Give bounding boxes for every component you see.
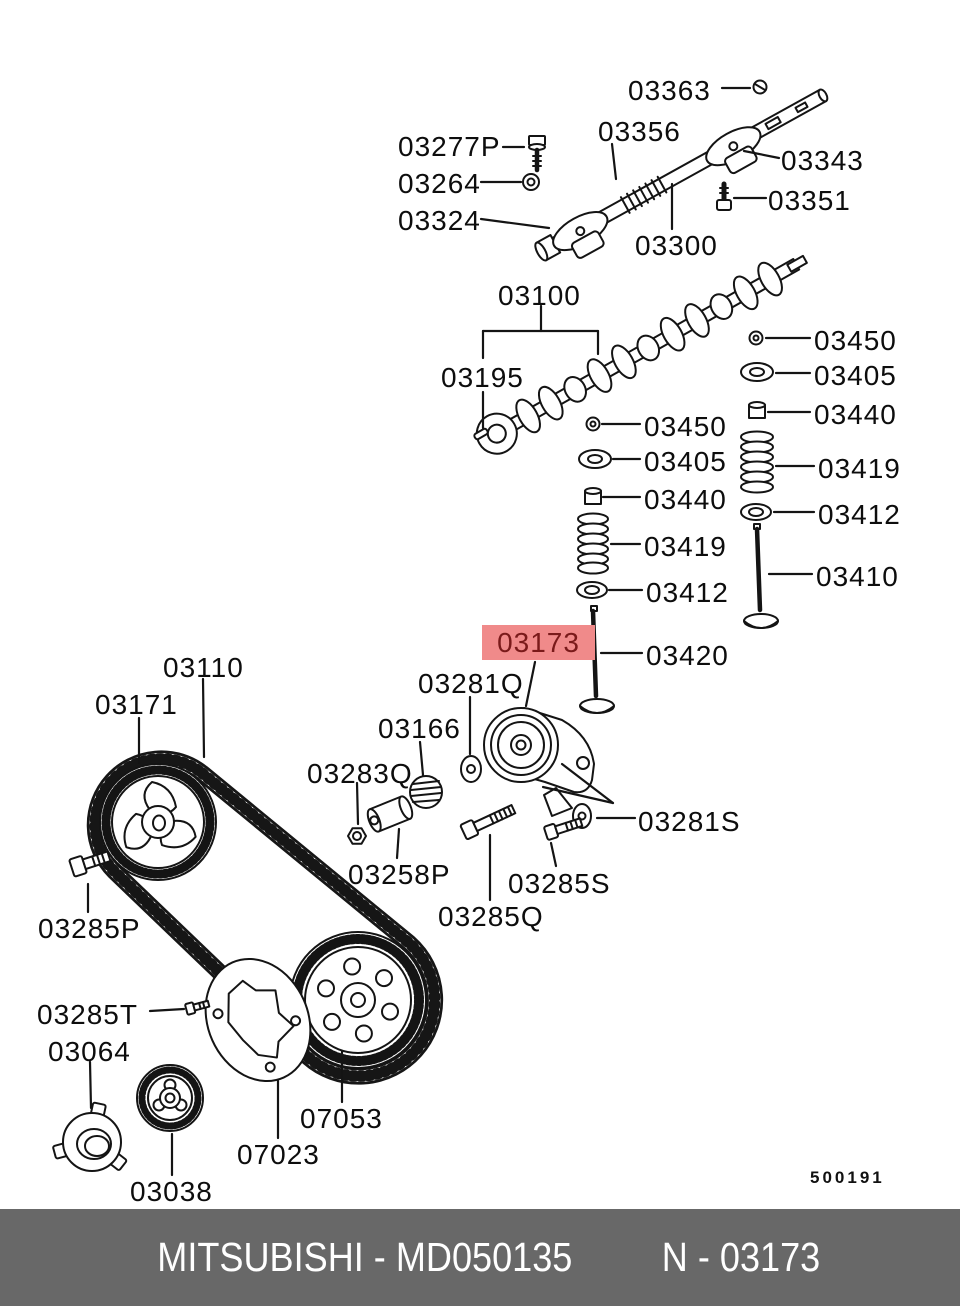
part-label-03258P[interactable]: 03258P [348,859,451,890]
leader-lines [86,86,816,1177]
valve-train-right-drawing [740,330,779,629]
crankshaft-sprocket-07053-drawing [289,931,427,1069]
bolt-03277P-drawing [528,135,546,173]
part-label-03038[interactable]: 03038 [130,1176,213,1207]
part-label-03405-right[interactable]: 03405 [814,360,897,391]
part-label-03195[interactable]: 03195 [441,362,524,393]
part-label-03419-mid[interactable]: 03419 [644,531,727,562]
part-label-03285P[interactable]: 03285P [38,913,141,944]
part-label-03343[interactable]: 03343 [781,145,864,176]
part-label-03281S[interactable]: 03281S [638,806,741,837]
part-label-03405-mid[interactable]: 03405 [644,446,727,477]
nut-03283Q-drawing [347,827,367,845]
part-label-03412-mid[interactable]: 03412 [646,577,729,608]
washer-03264-drawing [522,173,540,191]
part-label-07023[interactable]: 07023 [237,1139,320,1170]
part-label-03285S[interactable]: 03285S [508,868,611,899]
bolt-03285P-drawing [68,850,112,878]
part-label-03410[interactable]: 03410 [816,561,899,592]
part-label-03450-right[interactable]: 03450 [814,325,897,356]
camshaft-sprocket-drawing [99,763,217,881]
part-label-03281Q[interactable]: 03281Q [418,668,524,699]
part-label-03419-right[interactable]: 03419 [818,453,901,484]
small-sprocket-03038-drawing [136,1064,204,1132]
bolt-03285T-drawing [184,999,211,1016]
part-label-03412-right[interactable]: 03412 [818,499,901,530]
rocker-shaft-assembly-drawing [534,88,829,262]
part-label-03173-highlighted[interactable]: 03173 [482,625,595,660]
bolt-03285S-drawing [543,817,584,841]
part-label-03440-right[interactable]: 03440 [814,399,897,430]
part-label-03283Q[interactable]: 03283Q [307,758,413,789]
timing-belt-drawing [86,750,444,1085]
bolt-03351-drawing [716,181,732,211]
part-label-03166[interactable]: 03166 [378,713,461,744]
part-label-03356[interactable]: 03356 [598,116,681,147]
shaft-spring-coils [619,175,668,214]
drawing-number: 500191 [810,1168,885,1187]
part-label-03324[interactable]: 03324 [398,205,481,236]
part-label-03171[interactable]: 03171 [95,689,178,720]
woodruff-key-03195-drawing [473,427,489,441]
part-label-03277P[interactable]: 03277P [398,131,501,162]
washer-03281Q-drawing [460,755,482,783]
part-label-03110[interactable]: 03110 [163,652,244,683]
footer-selected-part-ref: N - 03173 [661,1234,821,1280]
part-label-03064[interactable]: 03064 [48,1036,131,1067]
spacer-03258P-drawing [366,795,414,833]
footer-brand-part-number: MITSUBISHI - MD050135 [157,1234,573,1280]
part-label-03100[interactable]: 03100 [498,280,581,311]
footer-bar: MITSUBISHI - MD050135 N - 03173 [0,1209,960,1306]
valve-train-mid-drawing [576,416,615,714]
part-label-03285T[interactable]: 03285T [37,999,138,1030]
part-label-03420[interactable]: 03420 [646,640,729,671]
part-label-07053[interactable]: 07053 [300,1103,383,1134]
tensioner-pulley-drawing [483,707,595,817]
threaded-plug-03166-drawing [409,775,443,809]
part-label-03351[interactable]: 03351 [768,185,851,216]
part-label-03363[interactable]: 03363 [628,75,711,106]
screw-03363-drawing [752,79,768,95]
part-label-03450-mid[interactable]: 03450 [644,411,727,442]
spacer-plate-03064-drawing [52,1101,128,1172]
part-label-03264[interactable]: 03264 [398,168,481,199]
part-label-03440-mid[interactable]: 03440 [644,484,727,515]
camshaft-drawing [475,254,808,455]
backing-plate-07023-drawing [204,957,312,1083]
bolt-03285Q-drawing [459,804,517,841]
part-label-03285Q[interactable]: 03285Q [438,901,544,932]
part-label-03300[interactable]: 03300 [635,230,718,261]
